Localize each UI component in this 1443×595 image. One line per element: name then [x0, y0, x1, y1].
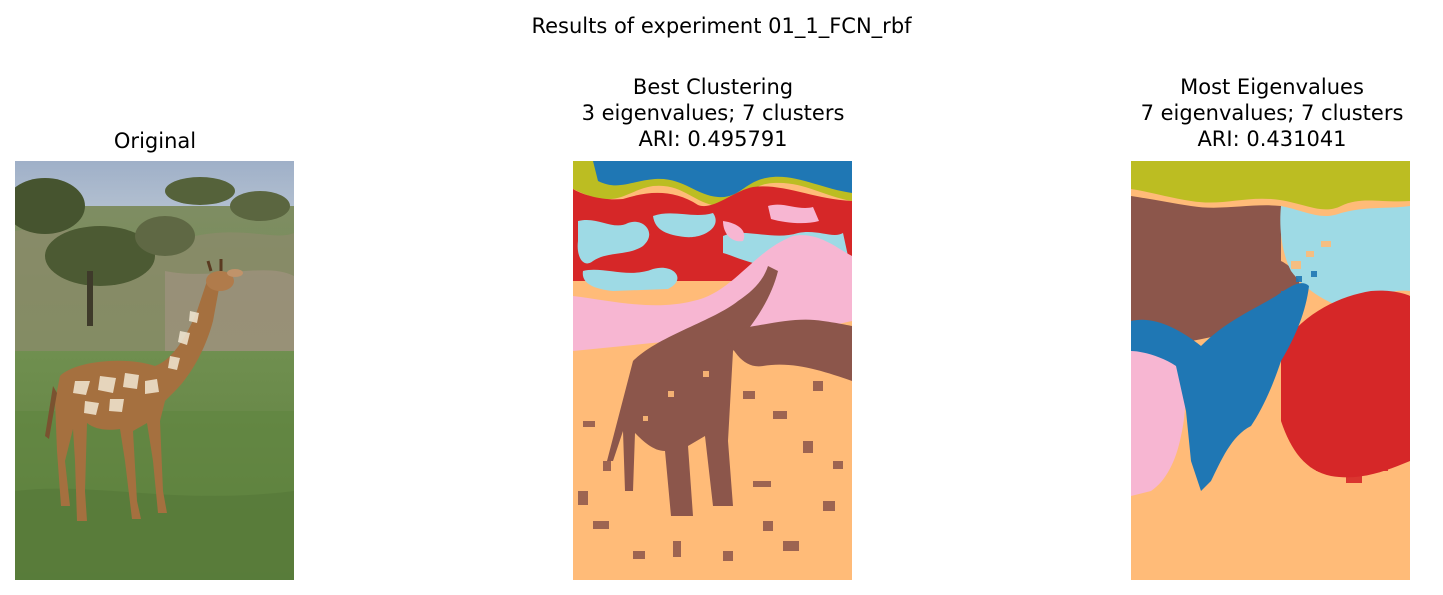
figure-title: Results of experiment 01_1_FCN_rbf: [531, 14, 912, 38]
most-eigenvalues-map: [1131, 161, 1410, 580]
best-clustering-title: Best Clustering 3 eigenvalues; 7 cluster…: [581, 75, 845, 151]
most-eigenvalues-title: Most Eigenvalues 7 eigenvalues; 7 cluste…: [1140, 75, 1404, 151]
original-panel-title: Original: [113, 129, 197, 153]
best-clustering-map: [573, 161, 852, 580]
original-image: [15, 161, 294, 580]
giraffe-figure: [45, 259, 243, 521]
